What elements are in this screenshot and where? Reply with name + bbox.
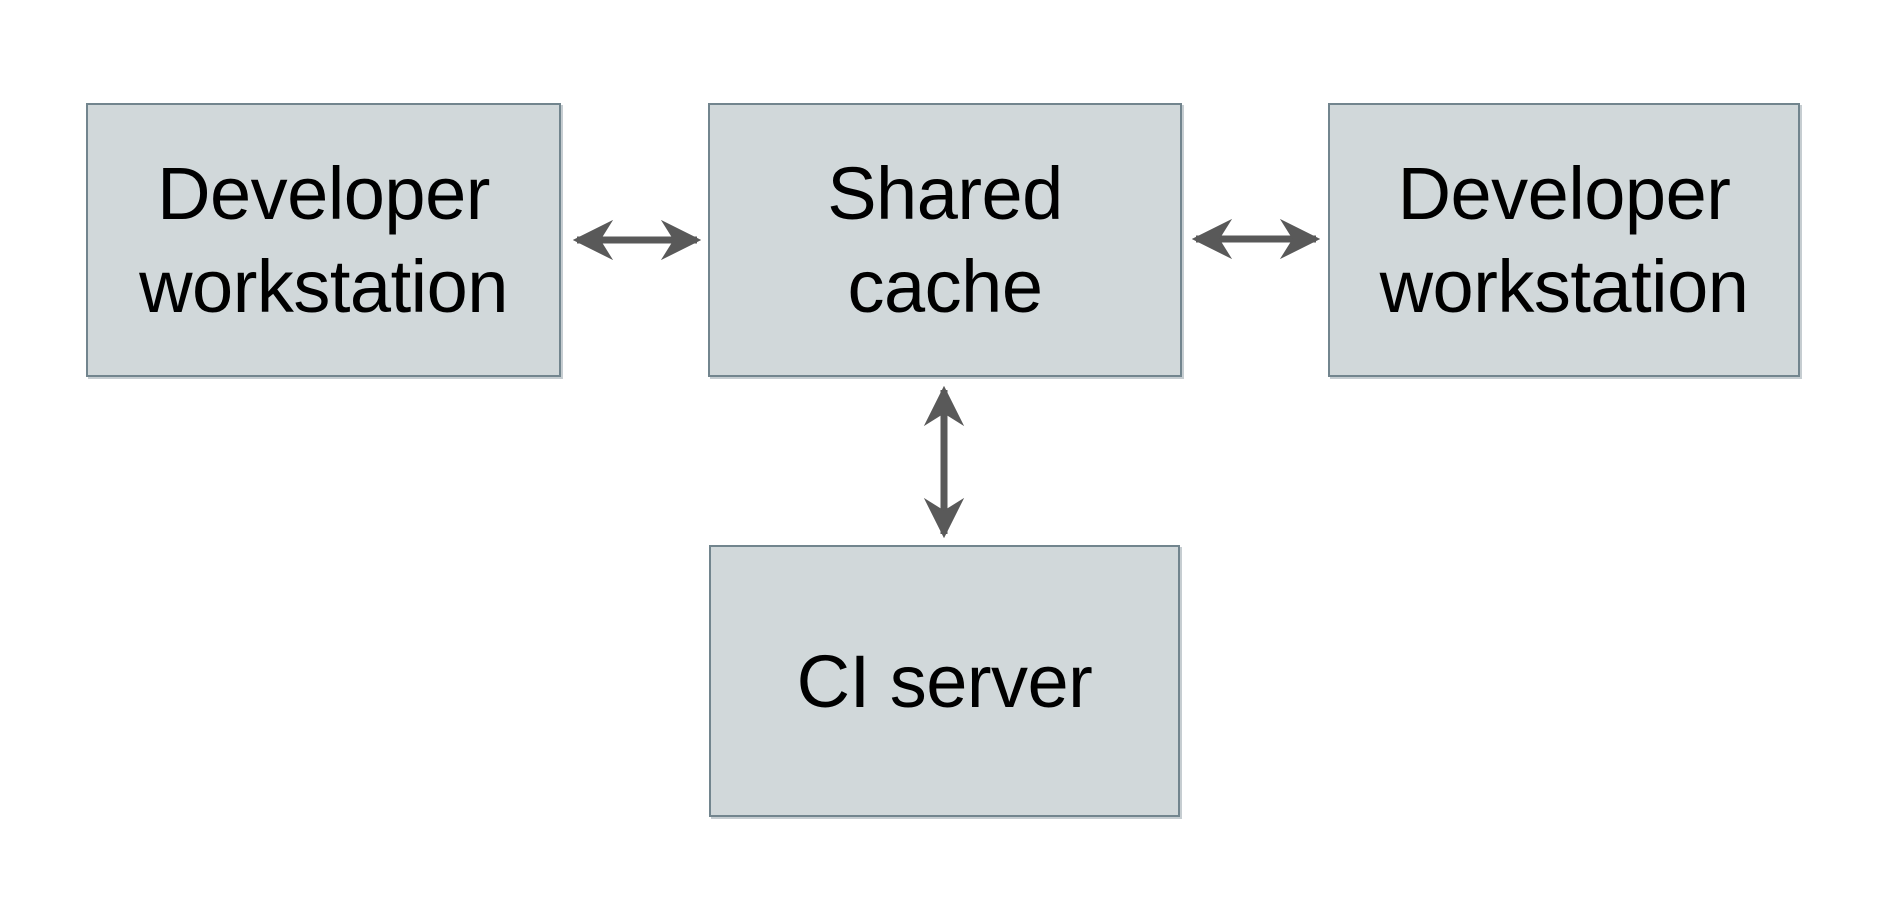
node-developer-workstation-left-label: Developer workstation [139, 152, 508, 328]
node-developer-workstation-left: Developer workstation [86, 103, 561, 377]
node-developer-workstation-right-label: Developer workstation [1379, 152, 1749, 328]
node-shared-cache: Shared cache [708, 103, 1182, 377]
node-ci-server: CI server [709, 545, 1180, 817]
node-ci-server-label: CI server [796, 639, 1093, 723]
node-developer-workstation-right: Developer workstation [1328, 103, 1800, 377]
node-shared-cache-label: Shared cache [827, 152, 1063, 328]
